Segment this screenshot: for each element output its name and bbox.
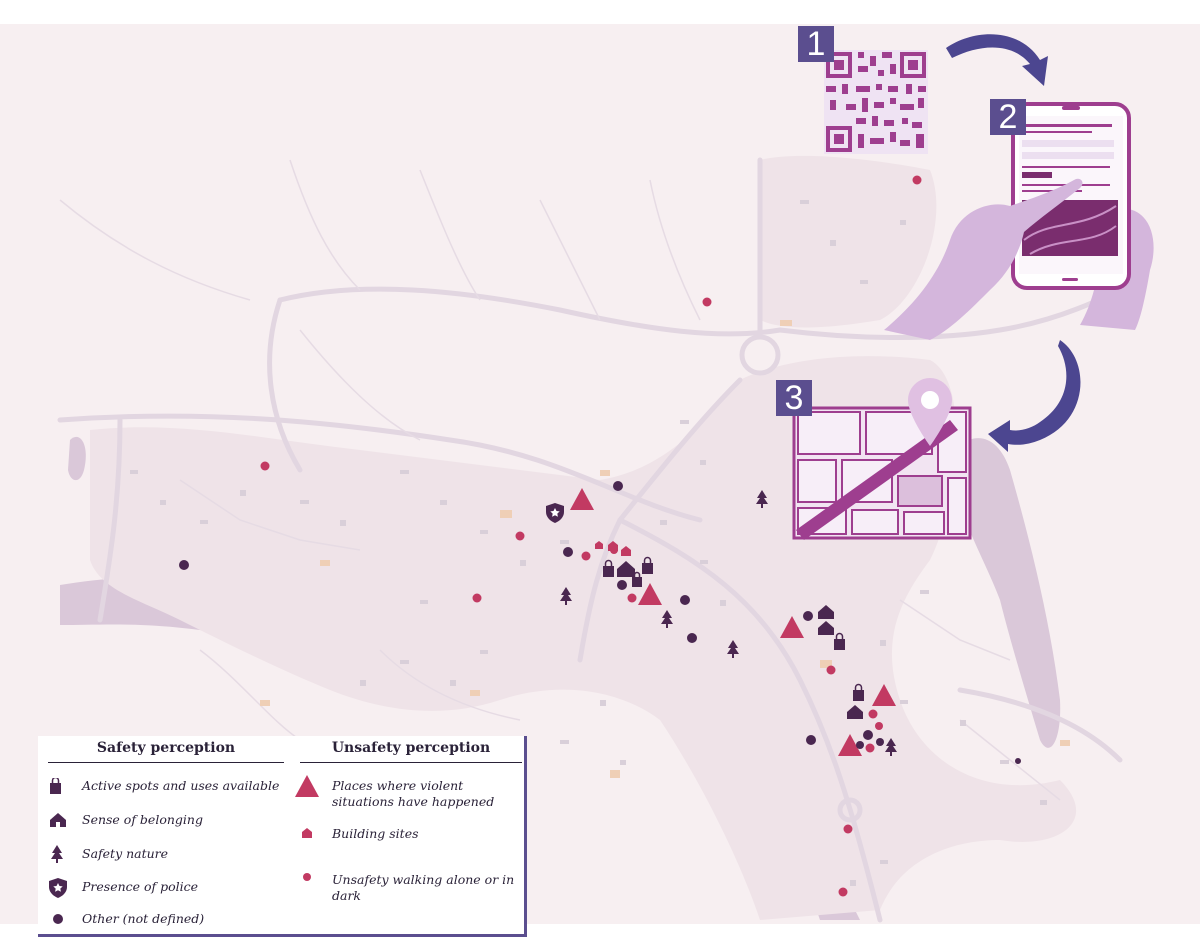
other-dot xyxy=(876,738,884,746)
belonging-houses xyxy=(617,561,863,719)
other-dot xyxy=(803,611,813,621)
other-dot xyxy=(856,741,864,749)
tree-icon xyxy=(51,845,63,863)
other-dot xyxy=(806,735,816,745)
unsafety-dot xyxy=(912,175,922,185)
other-dot xyxy=(179,560,189,570)
tree-marker xyxy=(727,640,739,658)
bag-marker xyxy=(834,632,845,650)
unsafety-dot xyxy=(826,665,836,675)
safety-heading-rule xyxy=(48,762,284,763)
legend-violent-situations: Places where violent situations have hap… xyxy=(332,778,495,809)
police-marker xyxy=(546,503,564,523)
legend-active-spots: Active spots and uses available xyxy=(82,778,280,793)
bag-marker xyxy=(642,556,653,574)
unsafety-heading-rule xyxy=(300,762,522,763)
unsafety-dot xyxy=(515,531,525,541)
violence-triangle xyxy=(780,616,804,638)
other-dot xyxy=(617,580,627,590)
phone-illustration xyxy=(884,102,1154,340)
safety-heading: Safety perception xyxy=(96,740,236,756)
house-icon xyxy=(50,813,66,827)
violence-triangle xyxy=(872,684,896,706)
house-marker xyxy=(617,561,635,577)
other-dot xyxy=(563,547,573,557)
legend-sense-of-belonging: Sense of belonging xyxy=(82,812,203,827)
map-zoom-panel xyxy=(792,378,972,540)
building-site-marker xyxy=(595,541,603,549)
legend-building-sites: Building sites xyxy=(332,826,419,841)
legend-unsafety-walking: Unsafety walking alone or in dark xyxy=(332,872,515,903)
legend-other: Other (not defined) xyxy=(82,911,205,926)
shopping-bag-icon xyxy=(50,778,61,794)
building-texture xyxy=(130,200,1047,886)
qr-code xyxy=(824,50,928,154)
dot-icon xyxy=(53,914,63,924)
bag-marker xyxy=(603,559,614,577)
legend-safety-nature: Safety nature xyxy=(82,846,169,861)
tree-marker xyxy=(885,738,897,756)
legend-presence-of-police: Presence of police xyxy=(82,879,199,894)
small-dot-icon xyxy=(303,873,311,881)
house-marker xyxy=(818,605,834,619)
minor-roads xyxy=(59,159,1061,801)
unsafety-dot xyxy=(627,593,637,603)
unsafety-heading: Unsafety perception xyxy=(331,740,491,756)
unsafety-dot xyxy=(260,461,270,471)
building-site-icon xyxy=(302,828,312,838)
house-marker xyxy=(818,621,834,635)
unsafety-dots xyxy=(260,175,922,897)
police-badge-icon xyxy=(49,878,67,898)
bag-marker xyxy=(853,683,864,701)
unsafety-dot xyxy=(472,593,482,603)
unsafety-dot xyxy=(581,551,591,561)
violence-triangle xyxy=(570,488,594,510)
step-2-badge: 2 xyxy=(990,99,1026,135)
other-dot xyxy=(687,633,697,643)
flow-arrows xyxy=(946,34,1081,452)
tree-marker xyxy=(756,490,768,508)
building-site-marker xyxy=(608,541,618,551)
step-1-badge: 1 xyxy=(798,26,834,62)
orange-buildings xyxy=(260,320,1070,778)
tree-marker xyxy=(560,587,572,605)
violence-triangles xyxy=(570,488,896,756)
unsafety-dot xyxy=(702,297,712,307)
map-legend: Safety perception Unsafety perception Ac… xyxy=(38,736,527,937)
house-marker xyxy=(847,705,863,719)
triangle-icon xyxy=(295,775,319,797)
building-site-marker xyxy=(621,546,631,556)
tree-marker xyxy=(661,610,673,628)
unsafety-dot xyxy=(843,824,853,834)
unsafety-dot xyxy=(868,709,878,719)
other-dot xyxy=(680,595,690,605)
unsafety-dot xyxy=(875,722,883,730)
other-dot xyxy=(613,481,623,491)
other-dot xyxy=(1015,758,1021,764)
unsafety-dot xyxy=(838,887,848,897)
other-dots xyxy=(179,481,1021,764)
other-dot xyxy=(863,730,873,740)
step-3-badge: 3 xyxy=(776,380,812,416)
violence-triangle xyxy=(638,583,662,605)
safety-trees xyxy=(560,490,897,756)
violence-triangle xyxy=(838,734,862,756)
building-sites xyxy=(595,541,631,556)
unsafety-dot xyxy=(865,743,875,753)
